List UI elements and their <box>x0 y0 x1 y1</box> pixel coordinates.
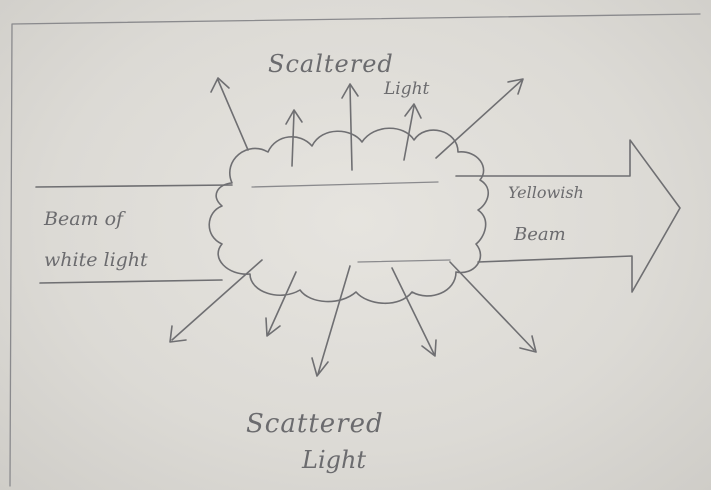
outgoing-beam-arrow <box>456 140 680 292</box>
inner-beam-top <box>252 182 438 187</box>
incoming-beam-label-line1: Beam of <box>43 208 126 230</box>
scattered-light-top-line1: Scaltered <box>268 50 394 78</box>
inner-beam-bottom <box>358 260 450 262</box>
outgoing-beam-label-line2: Beam <box>513 224 566 245</box>
colloid-cloud <box>209 128 488 303</box>
scattered-light-bottom-line1: Scattered <box>246 409 384 439</box>
scattered-light-bottom-line2: Light <box>301 446 366 474</box>
scattered-light-top-line2: Light <box>383 79 430 99</box>
scattered-rays-down <box>170 260 536 376</box>
incoming-beam-label-line2: white light <box>44 249 148 271</box>
outgoing-beam-label-line1: Yellowish <box>508 183 584 202</box>
